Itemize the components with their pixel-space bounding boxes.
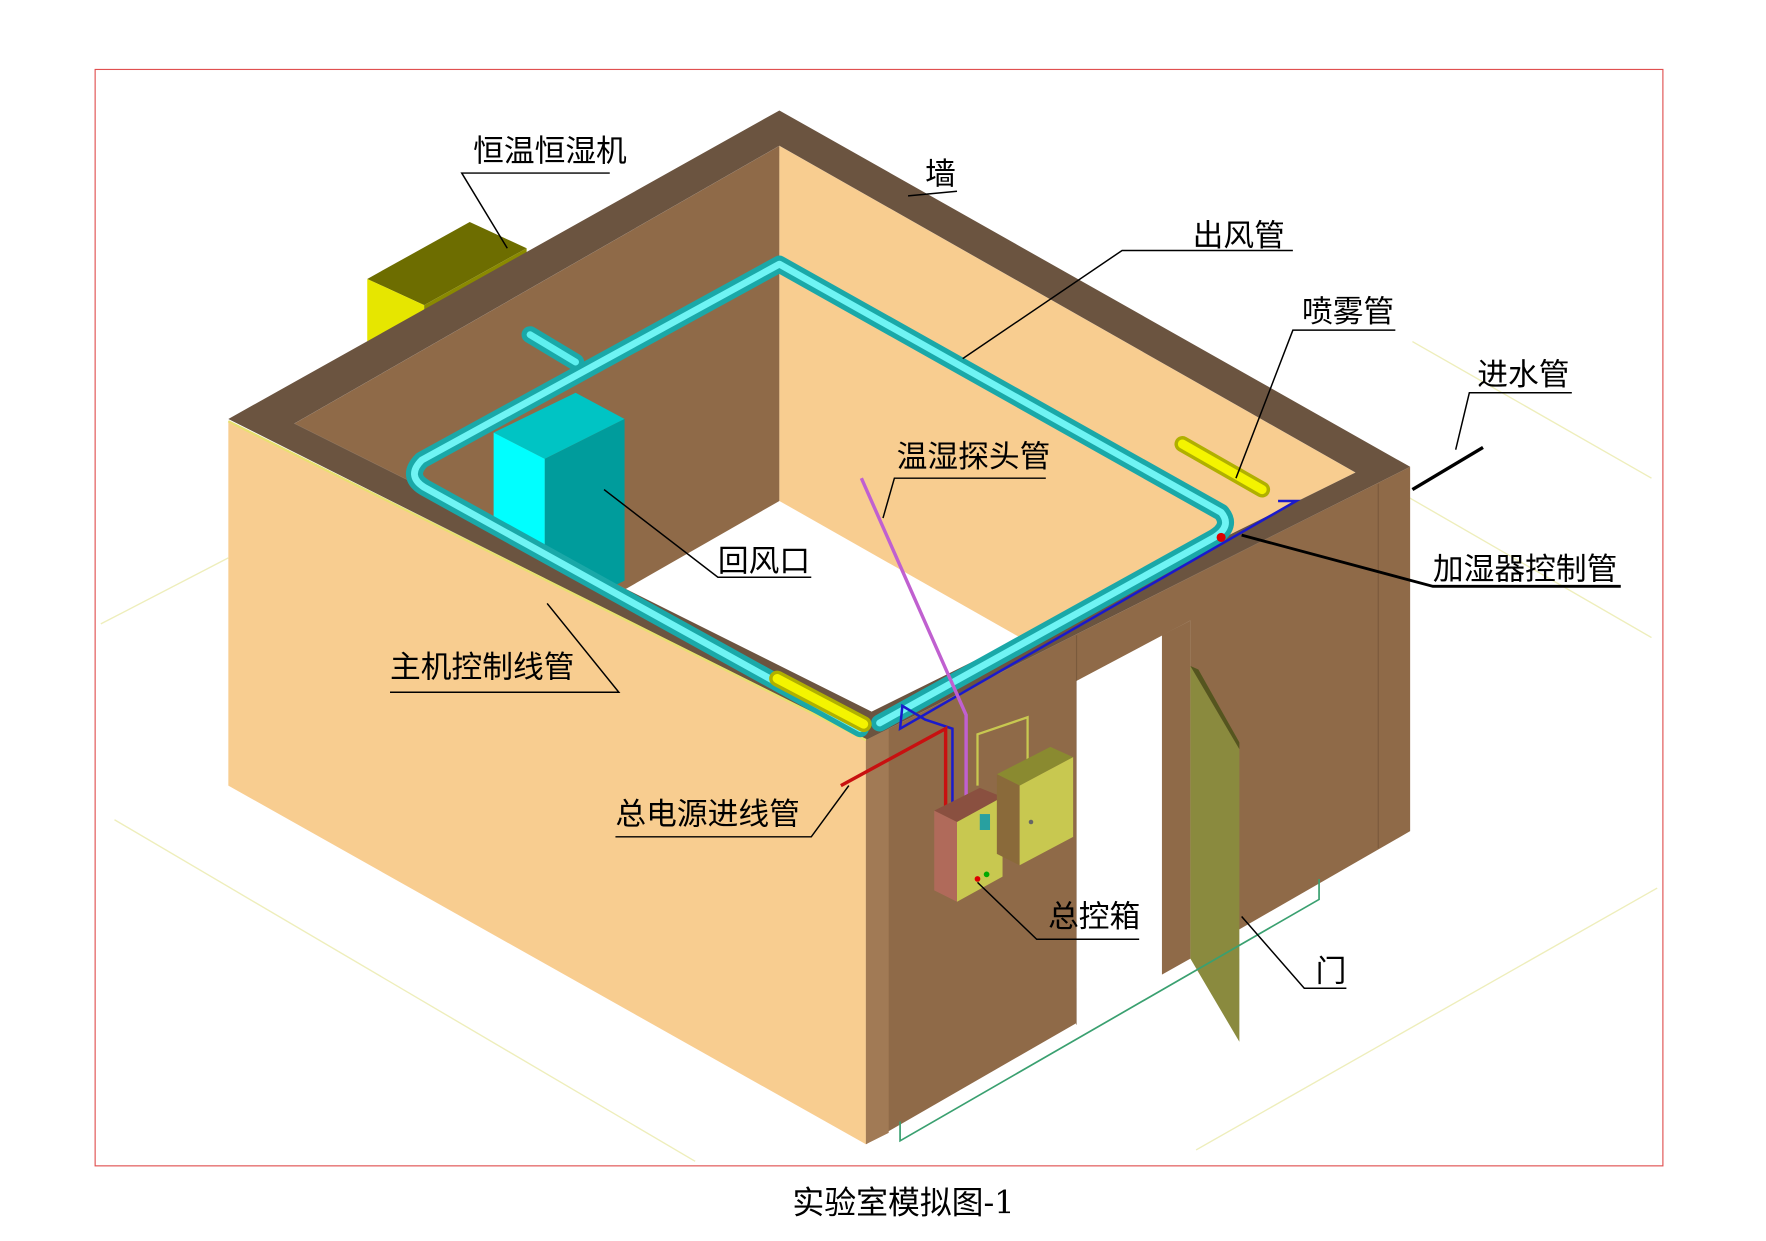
valve	[1216, 532, 1226, 542]
leader-lines	[390, 172, 1621, 989]
door-panel[interactable]	[1190, 666, 1240, 1042]
label-power-inlet: 总电源进线管	[615, 796, 799, 832]
label-probe-pipe: 温湿探头管	[897, 439, 1051, 475]
probe-pipe	[859, 477, 968, 811]
supply-duct	[405, 255, 1234, 738]
label-machine: 恒温恒湿机	[473, 134, 627, 170]
label-spray-pipe: 喷雾管	[1302, 294, 1394, 330]
humidifier-control-pipe	[898, 499, 1301, 811]
wall-top-edge	[227, 420, 867, 742]
label-water-inlet: 进水管	[1477, 357, 1569, 393]
floor-outline	[899, 878, 1320, 1143]
label-humidifier-control: 加湿器控制管	[1433, 552, 1617, 588]
left-outer-wall	[228, 421, 866, 1145]
drawing-border	[94, 68, 1664, 1167]
label-control-box: 总控箱	[1048, 899, 1140, 935]
label-return-air: 回风口	[718, 544, 810, 580]
door-opening-floor	[1076, 974, 1162, 1122]
spray-pipe	[769, 436, 1271, 733]
secondary-control-box[interactable]	[976, 715, 1074, 866]
label-wall: 墙	[925, 156, 956, 192]
label-door: 门	[1316, 953, 1347, 989]
power-inlet-pipe	[840, 725, 948, 811]
main-control-box[interactable]	[934, 787, 1003, 902]
wall-end-strip	[865, 728, 889, 1145]
wall-top	[228, 110, 1411, 741]
door-jamb	[1161, 620, 1191, 975]
label-host-control: 主机控制线管	[390, 649, 574, 685]
water-inlet-pipe	[1411, 445, 1484, 492]
figure-caption: 实验室模拟图-1	[792, 1184, 1014, 1222]
label-supply-duct: 出风管	[1193, 218, 1285, 254]
